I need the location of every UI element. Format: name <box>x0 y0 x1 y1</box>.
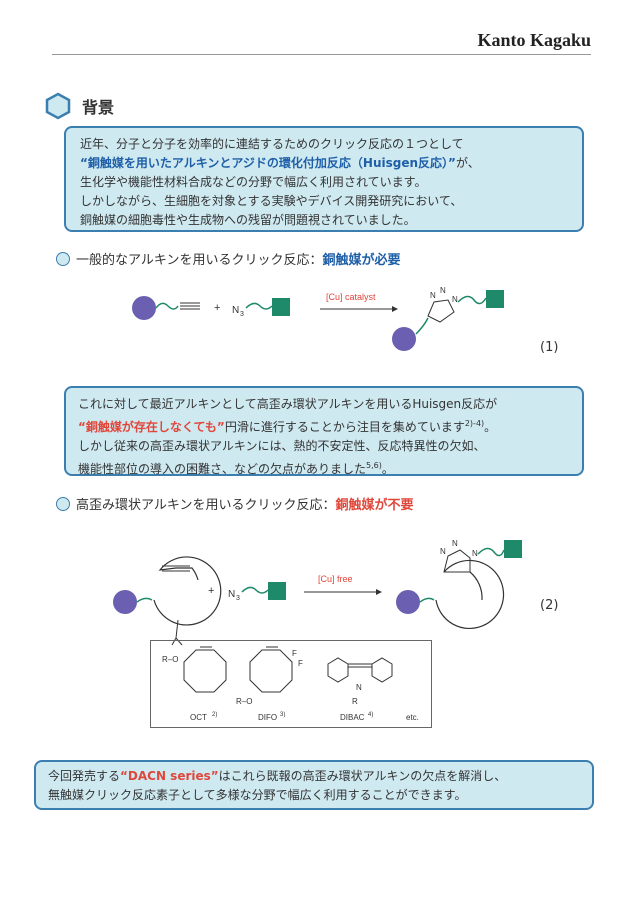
intro-line: 近年、分子と分子を効率的に連結するためのクリック反応の１つとして <box>80 137 464 151</box>
closing-suffix: はこれら既報の高歪み環状アルキンの欠点を解消し、 <box>218 769 507 783</box>
middle-line-suffix: 円滑に進行することから注目を集めています <box>224 420 465 434</box>
closing-box: 今回発売する“DACN series”はこれら既報の高歪み環状アルキンの欠点を解… <box>34 760 594 810</box>
triazole-n: N <box>452 539 458 548</box>
header-rule <box>52 54 591 55</box>
catalyst-label: [Cu] free <box>318 574 353 584</box>
reaction-arrow <box>320 306 398 312</box>
cyclic-alkyne-reactant <box>113 556 222 646</box>
bullet-dot <box>56 251 70 266</box>
middle-line-highlight: “銅触媒が存在しなくても”円滑に進行することから注目を集めています2)-4)。 <box>78 414 570 437</box>
hexagon-icon <box>45 92 71 120</box>
structures-box <box>150 640 432 728</box>
structures-drawings: R–O OCT 2) F F R–O DIFO 3) N R DIBAC 4) … <box>162 646 419 722</box>
middle-line-end: 。 <box>484 420 497 434</box>
triazole-product: N N N <box>392 286 504 351</box>
azide-subscript: 3 <box>240 311 244 318</box>
middle-line: これに対して最近アルキンとして高歪み環状アルキンを用いるHuisgen反応が <box>78 397 498 411</box>
bullet-label: 高歪み環状アルキンを用いるクリック反応： <box>76 498 336 513</box>
oct-structure: R–O OCT 2) <box>162 646 227 722</box>
difo-ref: 3) <box>280 712 285 718</box>
dibac-r: R <box>352 697 358 706</box>
dibac-structure: N R DIBAC 4) <box>327 657 393 722</box>
azide-label: N <box>232 305 239 316</box>
alkyne-reactant <box>132 296 200 320</box>
difo-structure: F F R–O DIFO 3) <box>236 646 303 722</box>
intro-highlight: “銅触媒を用いたアルキンとアジドの環化付加反応（Huisgen反応）” <box>80 156 456 170</box>
difo-ro: R–O <box>236 697 252 706</box>
closing-line-highlight: 今回発売する“DACN series”はこれら既報の高歪み環状アルキンの欠点を解… <box>48 767 580 786</box>
dibac-ref: 4) <box>368 712 373 718</box>
reaction-arrow <box>304 589 382 595</box>
middle-highlight: “銅触媒が存在しなくても” <box>78 420 225 434</box>
intro-line: 生化学や機能性材料合成などの分野で幅広く利用されています。 <box>80 175 427 189</box>
reaction-2-scheme: + N 3 [Cu] free N N N <box>113 539 522 646</box>
closing-prefix: 今回発売する <box>48 769 121 783</box>
difo-label: DIFO <box>258 713 277 722</box>
reference-marker: 2)-4) <box>464 419 485 428</box>
triazole-n: N <box>452 295 458 304</box>
azide-subscript: 3 <box>236 595 240 602</box>
reaction-1-scheme: + N 3 [Cu] catalyst N N N <box>132 286 504 351</box>
intro-line-highlight: “銅触媒を用いたアルキンとアジドの環化付加反応（Huisgen反応）”が、 <box>80 154 570 173</box>
equation-number-1: (1) <box>540 340 559 355</box>
closing-highlight: “DACN series” <box>120 769 219 783</box>
oct-ref: 2) <box>212 712 217 718</box>
bullet-strained-alkyne: 高歪み環状アルキンを用いるクリック反応：銅触媒が不要 <box>56 494 414 513</box>
azide-reactant: N 3 <box>228 582 286 602</box>
difo-f: F <box>298 659 303 668</box>
oct-label: OCT <box>190 713 207 722</box>
azide-label: N <box>228 589 235 600</box>
dibac-label: DIBAC <box>340 713 365 722</box>
oct-ro: R–O <box>162 655 178 664</box>
reference-marker: 5,6) <box>366 461 382 470</box>
etc-label: etc. <box>406 713 419 722</box>
middle-box: これに対して最近アルキンとして高歪み環状アルキンを用いるHuisgen反応が “… <box>64 386 584 476</box>
bullet-general-alkyne: 一般的なアルキンを用いるクリック反応：銅触媒が必要 <box>56 249 401 268</box>
section-header: 背景 <box>44 92 114 120</box>
intro-line-suffix: が、 <box>455 156 480 170</box>
section-title: 背景 <box>82 98 115 117</box>
brand-name: Kanto Kagaku <box>477 30 591 50</box>
triazole-n: N <box>440 547 446 556</box>
equation-number-2: (2) <box>540 598 559 613</box>
triazole-n: N <box>430 291 436 300</box>
fused-triazole-product: N N N <box>396 539 522 630</box>
plus-sign: + <box>208 585 214 597</box>
bullet-label: 一般的なアルキンを用いるクリック反応： <box>76 253 323 268</box>
triazole-n: N <box>472 549 478 558</box>
bullet-emphasis: 銅触媒が不要 <box>335 498 414 513</box>
dibac-n: N <box>356 683 362 692</box>
intro-box: 近年、分子と分子を効率的に連結するためのクリック反応の１つとして “銅触媒を用い… <box>64 126 584 232</box>
middle-line: しかし従来の高歪み環状アルキンには、熱的不安定性、反応特異性の欠如、 <box>78 439 486 453</box>
catalyst-label: [Cu] catalyst <box>326 292 376 302</box>
difo-f: F <box>292 649 297 658</box>
intro-line: 銅触媒の細胞毒性や生成物への残留が問題視されていました。 <box>80 213 416 227</box>
middle-line-refs: 機能性部位の導入の困難さ、などの欠点がありました5,6)。 <box>78 456 570 479</box>
azide-reactant: N 3 <box>232 298 290 318</box>
triazole-n: N <box>440 286 446 295</box>
middle-line: 機能性部位の導入の困難さ、などの欠点がありました <box>78 462 367 476</box>
bullet-emphasis: 銅触媒が必要 <box>322 253 401 268</box>
bullet-dot <box>56 496 70 511</box>
closing-line: 無触媒クリック反応素子として多様な分野で幅広く利用することができます。 <box>48 788 467 802</box>
middle-line-end: 。 <box>381 462 394 476</box>
intro-line: しかしながら、生細胞を対象とする実験やデバイス開発研究において、 <box>80 194 463 208</box>
plus-sign: + <box>214 302 220 314</box>
